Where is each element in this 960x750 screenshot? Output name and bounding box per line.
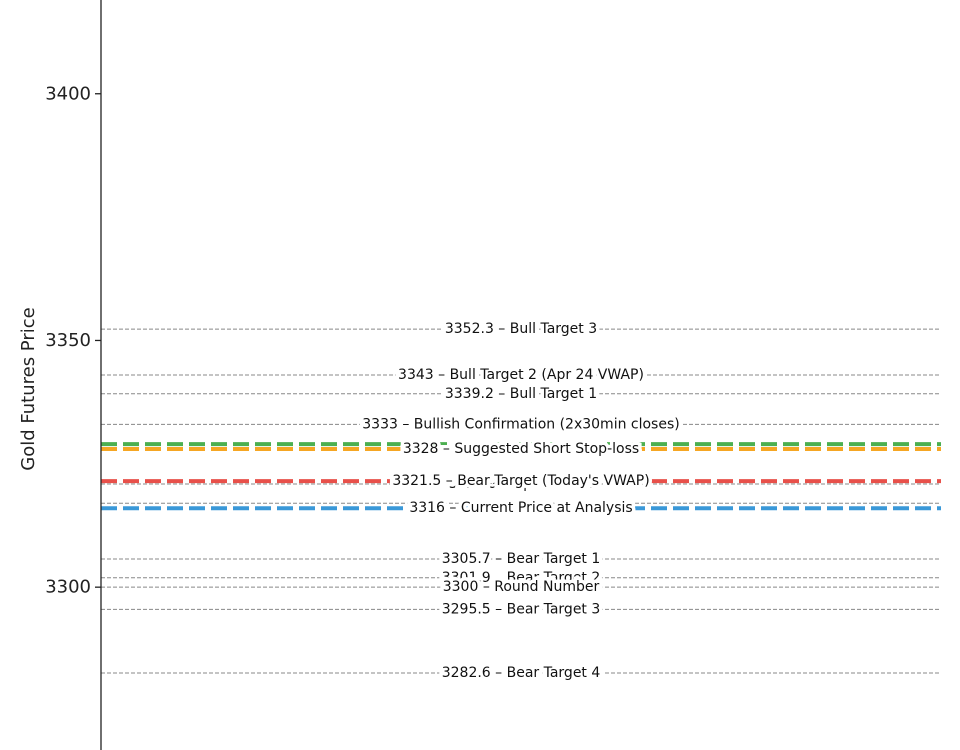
- level-label: 3305.7 – Bear Target 1: [442, 551, 601, 567]
- level-label: 3301.9 – Bear Target 2: [442, 570, 601, 586]
- level-label: 3352.3 – Bull Target 3: [445, 321, 597, 337]
- y-axis-ticks: 3300 3350 3400: [45, 83, 101, 598]
- level-label: 3321.5 – Bear Target (Today's VWAP): [392, 473, 649, 489]
- level-label: 3320.9 – Apr 25 VAH: [449, 476, 594, 492]
- y-tick-label: 3400: [45, 83, 91, 104]
- level-label: 3282.6 – Bear Target 4: [442, 665, 601, 681]
- price-levels: 3352.3 – Bull Target 3 3343 – Bull Target…: [101, 318, 941, 685]
- level-label: 3339.2 – Bull Target 1: [445, 386, 597, 402]
- y-tick-label: 3300: [45, 577, 91, 598]
- level-label: 3295.5 – Bear Target 3: [442, 601, 601, 617]
- level-label: 3316 – Current Price at Analysis: [409, 500, 632, 516]
- level-label: 3333 – Bullish Confirmation (2x30min clo…: [362, 416, 679, 432]
- y-tick-label: 3350: [45, 330, 91, 351]
- level-label: 3300 – Round Number: [443, 579, 600, 595]
- level-label: 3328 – Suggested Short Stop-loss: [403, 441, 639, 457]
- y-axis-title: Gold Futures Price: [18, 307, 39, 470]
- level-label: 3343 – Bull Target 2 (Apr 24 VWAP): [398, 367, 644, 383]
